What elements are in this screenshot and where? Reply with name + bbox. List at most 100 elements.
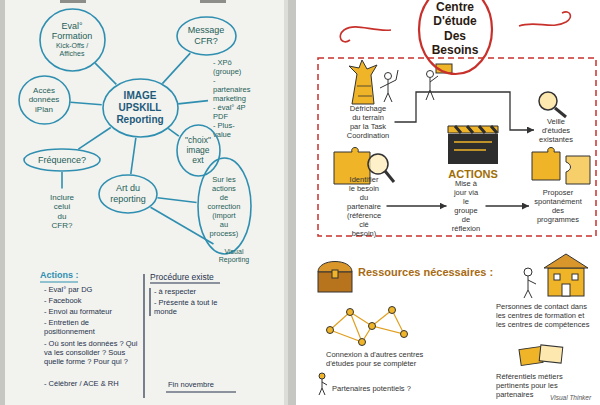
bubble-outline xyxy=(99,175,157,213)
clapperboard-icon xyxy=(454,142,492,150)
node-subtext: Kick-Offs / Affiches xyxy=(52,42,93,59)
flipchart-ink xyxy=(40,281,78,282)
mind-map-branch xyxy=(70,102,101,105)
flow-arrow xyxy=(395,92,535,130)
node-label: Centre D'étude Des Besoins xyxy=(432,0,479,58)
puzzle-pieces-icon xyxy=(532,148,560,181)
branch-list: - XPô (groupe)- partenaires marketing- é… xyxy=(211,57,253,140)
puzzle-magnifier-icon xyxy=(385,171,394,182)
node-subtext: - partenaires marketing xyxy=(213,76,251,103)
node-label: Mise à jour via le groupe de réflexion xyxy=(452,179,481,233)
node-text: Centre D'étude Des Besoins xyxy=(432,0,479,58)
mind-map-branch xyxy=(131,138,136,174)
node-label: Art du reporting xyxy=(110,183,146,205)
node-label: Fréquence? xyxy=(38,155,87,166)
contact-buildings-illustration xyxy=(524,268,532,276)
title-flourish xyxy=(340,27,391,42)
note-heading: Procédure existe xyxy=(150,272,214,282)
title-flourish xyxy=(519,12,570,26)
bubble-outline xyxy=(177,17,236,55)
flipchart-photo xyxy=(5,0,287,405)
flipchart-ink xyxy=(143,274,144,398)
white-panel xyxy=(296,0,600,405)
partner-figure xyxy=(319,379,327,395)
node-text: Inclure celui du CFR? xyxy=(50,193,75,231)
network-illustration xyxy=(359,339,366,346)
partner-figure xyxy=(319,373,325,379)
mind-map-bubble: Message CFR? xyxy=(176,16,237,56)
mind-map-branch xyxy=(95,63,116,84)
node-text: Veille d'études existantes xyxy=(539,117,573,144)
list-item: - Où sont les données ? Qui va les conso… xyxy=(44,339,138,366)
clapperboard-icon xyxy=(455,126,497,133)
signature: Visual Thinker xyxy=(550,394,591,402)
clearing-illustration xyxy=(385,73,392,80)
section-heading: Ressources nécessaires : xyxy=(358,266,493,279)
node-label: Eval° FormationKick-Offs / Affiches xyxy=(52,21,93,59)
list-item: - Entretien de positionnement xyxy=(44,318,138,336)
deadline-note: Fin novembre xyxy=(168,380,214,389)
network-illustration xyxy=(327,307,408,346)
bubble-outline xyxy=(198,158,251,254)
contact-buildings-illustration xyxy=(548,268,584,296)
flipchart-photo xyxy=(0,0,296,405)
resource-caption: Partenaires potentiels ? xyxy=(332,384,411,393)
node-text: Eval° Formation xyxy=(52,21,93,43)
flow-arrow xyxy=(387,205,447,206)
mind-map-branch xyxy=(61,172,63,189)
section-label: ACTIONS xyxy=(448,168,498,181)
flipchart-ink xyxy=(149,288,150,316)
action-step: Défrichage du terrain par la Task Coordi… xyxy=(345,103,392,141)
node-text: Fréquence? xyxy=(38,155,87,166)
mind-map-bubble: "choix" image ext xyxy=(176,124,221,177)
note-item: - Présente à tout le monde xyxy=(154,298,238,316)
node-label: "choix" image ext xyxy=(185,135,211,166)
node-text: Mise à jour via le groupe de réflexion xyxy=(452,179,481,233)
node-label: - XPô (groupe)- partenaires marketing- é… xyxy=(213,58,251,139)
action-step: Veille d'études existantes xyxy=(537,116,575,145)
node-text: Défrichage du terrain par la Task Coordi… xyxy=(347,104,390,140)
node-label: Message CFR? xyxy=(188,25,225,47)
bubble-outline xyxy=(419,0,492,74)
partner-figure xyxy=(319,373,327,395)
treasure-chest-icon xyxy=(332,270,338,278)
list-heading: Actions : xyxy=(40,270,79,281)
flipchart-photo xyxy=(60,0,86,3)
network-illustration xyxy=(401,331,408,338)
node-text: - XPô (groupe) xyxy=(213,58,251,76)
bubble-outline xyxy=(19,76,70,124)
node-text: "choix" image ext xyxy=(185,135,211,166)
node-label: Inclure celui du CFR? xyxy=(50,193,75,231)
flipchart-photo xyxy=(284,0,288,405)
node-text: IMAGE UPSKILL Reporting xyxy=(116,90,164,126)
list-item: - Facebook xyxy=(44,296,82,305)
white-panel xyxy=(296,0,600,405)
clearing-illustration xyxy=(349,60,398,104)
clearing-illustration xyxy=(357,86,372,96)
title-ellipse: Centre D'étude Des Besoins xyxy=(418,0,493,75)
node-label: Défrichage du terrain par la Task Coordi… xyxy=(347,104,390,140)
magnifier-icon xyxy=(555,108,566,117)
node-label: Sur les actions de correction (import au… xyxy=(208,175,241,238)
clearing-illustration xyxy=(380,70,398,102)
contact-buildings-illustration xyxy=(572,274,578,280)
mind-map-bubble: Eval° FormationKick-Offs / Affiches xyxy=(39,8,106,72)
magnifier-icon xyxy=(539,92,566,117)
node-label: Accès données iPlan xyxy=(29,86,60,115)
node-label: Visual Reporting xyxy=(219,248,250,265)
bubble-outline xyxy=(177,125,220,176)
node-label: Veille d'études existantes xyxy=(539,117,573,144)
contact-buildings-illustration xyxy=(524,276,536,298)
network-illustration xyxy=(389,307,396,314)
reference-cards-illustration xyxy=(539,345,563,363)
flipchart-ink xyxy=(40,274,236,398)
mind-map-branch xyxy=(168,128,179,136)
reference-cards-illustration xyxy=(519,345,563,366)
node-text: Proposer spontanément des programmes xyxy=(534,188,582,224)
mind-map-branch xyxy=(78,128,110,150)
list-item: - Envoi au formateur xyxy=(44,307,112,316)
contact-buildings-illustration xyxy=(524,254,588,298)
mind-map-bubble: Sur les actions de correction (import au… xyxy=(197,157,252,255)
flipchart-photo xyxy=(0,0,296,405)
